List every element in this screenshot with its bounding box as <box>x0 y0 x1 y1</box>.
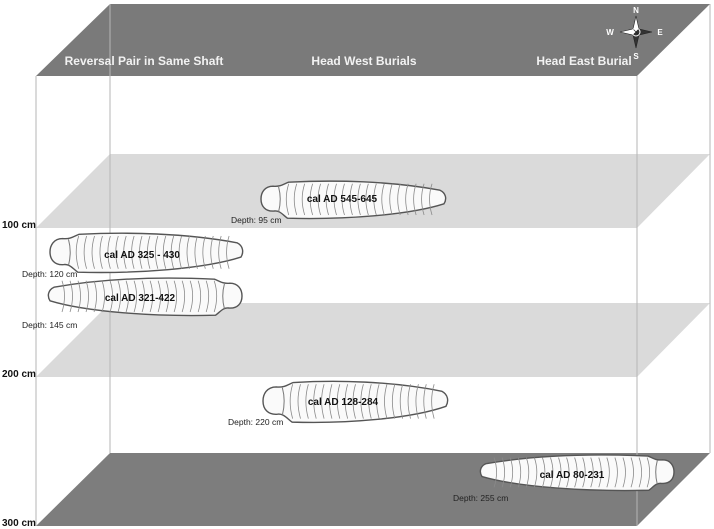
burial-label: cal AD 80-231 <box>540 470 605 481</box>
shroud-folds <box>493 457 658 488</box>
plane-200cm <box>36 303 710 377</box>
burial-shroud <box>260 180 447 220</box>
header-reversal-pair: Reversal Pair in Same Shaft <box>65 54 224 68</box>
compass-s: S <box>633 52 639 61</box>
compass-n: N <box>633 6 639 15</box>
shroud-folds <box>61 280 225 313</box>
burial-depth-label: Depth: 255 cm <box>453 493 508 503</box>
burial-shroud <box>47 277 243 317</box>
shroud-folds <box>281 384 435 419</box>
shroud-folds <box>278 183 433 216</box>
burial-label: cal AD 545-645 <box>307 194 378 205</box>
compass-e: E <box>657 28 663 37</box>
burial-label: cal AD 325 - 430 <box>104 250 180 261</box>
compass-w: W <box>606 28 614 37</box>
burial-depth-label: Depth: 95 cm <box>231 215 282 225</box>
depth-label-300: 300 cm <box>2 518 36 529</box>
shroud-folds <box>67 235 230 269</box>
header-head-west: Head West Burials <box>311 54 416 68</box>
burial-depth-label: Depth: 145 cm <box>22 320 77 330</box>
burial-depth-label: Depth: 220 cm <box>228 417 283 427</box>
burial-label: cal AD 128-284 <box>308 397 379 408</box>
burial-depth-label: Depth: 120 cm <box>22 269 77 279</box>
top-face <box>36 4 710 76</box>
burial-label: cal AD 321-422 <box>105 293 176 304</box>
box-edges <box>35 4 711 526</box>
compass-rose-icon: N S E W <box>606 6 663 61</box>
header-head-east: Head East Burial <box>536 54 631 68</box>
burial-shroud <box>49 232 244 274</box>
depth-label-200: 200 cm <box>2 369 36 380</box>
depth-label-100: 100 cm <box>2 220 36 231</box>
